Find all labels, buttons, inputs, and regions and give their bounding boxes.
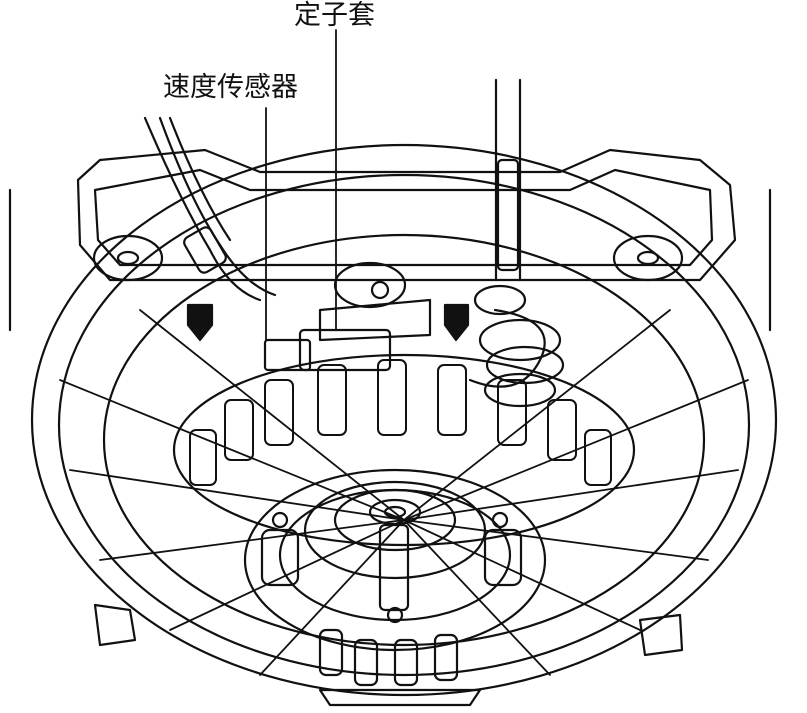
- top-frame-inner: [93, 168, 714, 267]
- right-cable: [494, 78, 522, 282]
- stator-ring: [172, 353, 636, 547]
- outer-housing-rim: [30, 143, 778, 697]
- bottom-tabs: [318, 628, 459, 687]
- motor-shaft: [378, 523, 410, 612]
- arrow-marker-right: [443, 303, 470, 342]
- mounting-boss-right: [612, 234, 684, 282]
- cable-coil: [468, 284, 565, 408]
- foot-bottom: [318, 688, 482, 707]
- foot-left: [93, 603, 137, 647]
- foot-right: [638, 613, 684, 657]
- stator-sleeve-label: 定子套: [294, 0, 375, 31]
- arrow-marker-left: [186, 303, 214, 342]
- top-frame: [76, 148, 737, 282]
- bolt-posts: [260, 511, 523, 624]
- speed-sensor: [263, 328, 392, 372]
- inner-housing-rim: [57, 173, 751, 677]
- left-cable: [143, 116, 277, 302]
- speed-sensor-label: 速度传感器: [163, 72, 298, 103]
- mounting-boss-left: [92, 234, 164, 282]
- stator-sleeve: [318, 261, 432, 342]
- housing-inner-wall: [102, 233, 706, 647]
- rotor-hub: [243, 468, 547, 652]
- stator-teeth: [189, 359, 612, 486]
